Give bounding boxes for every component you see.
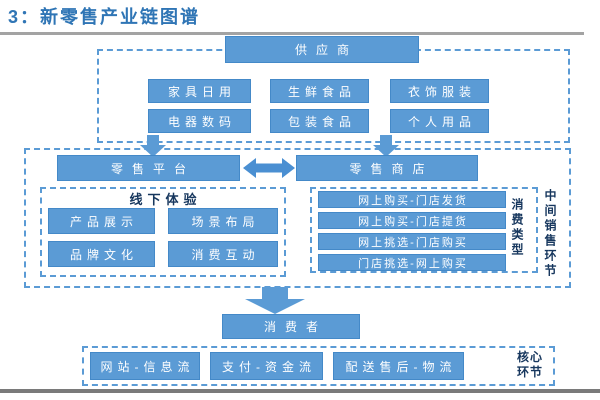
bottom-rule	[0, 389, 600, 393]
category-box: 包装食品	[270, 109, 369, 133]
mode-bar: 网上挑选-门店购买	[318, 233, 506, 250]
page-title: 3：新零售产业链图谱	[8, 7, 201, 27]
core-item-box: 网站-信息流	[90, 352, 200, 380]
retail-store-box: 零售商店	[296, 155, 478, 181]
core-links-group-box	[82, 346, 555, 386]
mode-bar: 网上购买-门店发货	[318, 191, 506, 208]
consumer-box: 消费者	[222, 314, 360, 339]
consumption-modes-group-box	[310, 187, 538, 273]
category-box: 电器数码	[148, 109, 251, 133]
offline-item-box: 消费互动	[168, 241, 278, 267]
offline-item-box: 场景布局	[168, 208, 278, 234]
middle-sales-side-label: 中间销售环节	[543, 189, 557, 279]
retail-platform-box: 零售平台	[57, 155, 240, 181]
category-box: 个人用品	[390, 109, 489, 133]
middle-sales-group-box	[24, 148, 571, 288]
consumption-type-label: 消费类型	[510, 198, 524, 258]
big-down-arrow-icon	[245, 287, 305, 314]
category-box: 生鲜食品	[270, 79, 369, 103]
offline-item-box: 产品展示	[48, 208, 155, 234]
supplier-header-box: 供应商	[225, 36, 419, 63]
offline-item-box: 品牌文化	[48, 241, 155, 267]
title-underline	[0, 32, 584, 35]
offline-experience-title: 线下体验	[129, 192, 202, 207]
core-item-box: 支付-资金流	[210, 352, 323, 380]
offline-experience-group-box	[40, 187, 286, 277]
category-box: 家具日用	[148, 79, 251, 103]
core-links-side-label: 核心环节	[517, 350, 544, 379]
core-item-box: 配送售后-物流	[333, 352, 464, 380]
category-box: 衣饰服装	[390, 79, 489, 103]
double-arrow-icon	[243, 158, 295, 178]
mode-bar: 网上购买-门店提货	[318, 212, 506, 229]
mode-bar: 门店挑选-网上购买	[318, 254, 506, 271]
